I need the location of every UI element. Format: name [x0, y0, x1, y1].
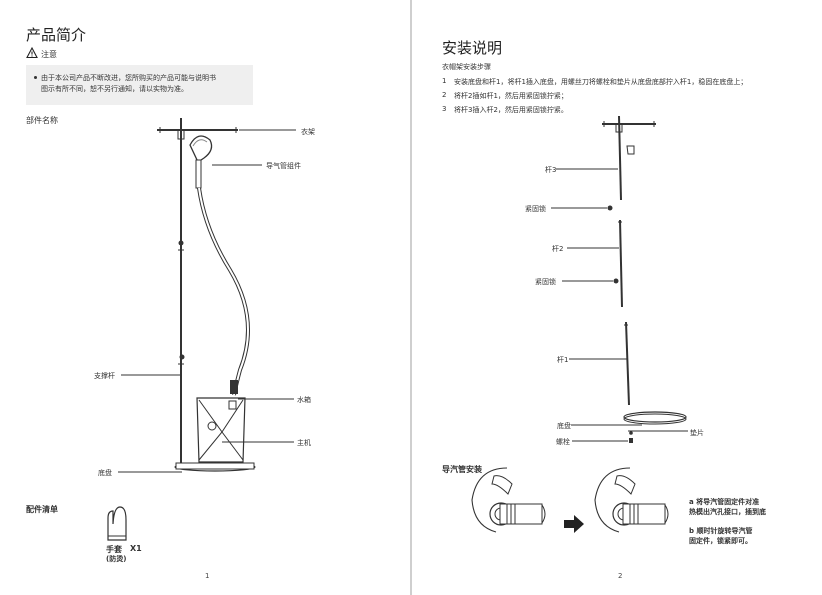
step-3-text: 将杆3插入杆2，然后用紧固锁拧紧。	[454, 106, 568, 114]
step-1-num: 1	[442, 77, 447, 85]
step-1-text: 安装底盘和杆1，将杆1插入底盘，用螺丝刀将螺栓和垫片从底盘底部拧入杆1，稳固在底…	[454, 78, 748, 86]
label-bolt: 螺栓	[556, 438, 570, 446]
hose-step-a-line-2: 热模出汽孔接口，插到底	[689, 508, 766, 516]
glove-note: (防烫)	[106, 555, 127, 563]
notice-box: 由于本公司产品不断改进，您所购买的产品可能与说明书 图示有所不同，恕不另行通知，…	[26, 65, 253, 105]
bullet	[34, 76, 37, 79]
label-support-pole: 支撑杆	[94, 372, 115, 380]
page-1: 产品简介 注意 由于本公司产品不断改进，您所购买的产品可能与说明书 图示有所不同…	[0, 0, 410, 595]
label-steam-hose: 导气管组件	[266, 162, 301, 170]
notice-line-1: 由于本公司产品不断改进，您所购买的产品可能与说明书	[41, 74, 216, 82]
label-gasket: 垫片	[690, 429, 704, 437]
label-lock-b: 紧固锁	[535, 278, 556, 286]
label-base: 底盘	[557, 422, 571, 430]
label-main-unit: 主机	[297, 439, 311, 447]
hose-step-b-line-1: b 顺时针旋转导汽管	[689, 527, 753, 535]
page-2: 安装说明 衣帽架安装步骤 1 安装底盘和杆1，将杆1插入底盘，用螺丝刀将螺栓和垫…	[412, 0, 822, 595]
warning-icon	[26, 46, 38, 59]
label-rod-3: 杆3	[545, 166, 557, 174]
glove-qty: X1	[130, 544, 142, 553]
hose-step-b-line-2: 固定件，锁紧即可。	[689, 537, 752, 545]
page-title: 安装说明	[442, 39, 503, 57]
step-2-text: 将杆2插如杆1，然后用紧固锁拧紧；	[454, 92, 568, 100]
label-rod-2: 杆2	[552, 245, 564, 253]
label-base: 底盘	[98, 469, 112, 477]
page-title: 产品简介	[26, 26, 87, 44]
page-number: 2	[618, 572, 623, 580]
step-2-num: 2	[442, 91, 447, 99]
page-gutter	[410, 0, 412, 595]
hose-step-a-line-1: a 将导汽管固定件对准	[689, 498, 760, 506]
notice-heading: 注意	[41, 50, 57, 59]
page-number: 1	[205, 572, 210, 580]
parts-heading: 部件名称	[26, 116, 58, 125]
accessories-heading: 配件清单	[26, 505, 58, 514]
label-rod-1: 杆1	[557, 356, 569, 364]
hose-heading: 导汽管安装	[442, 465, 482, 474]
notice-line-2: 图示有所不同，恕不另行通知，请以实物为准。	[41, 85, 188, 93]
label-hanger: 衣架	[301, 128, 315, 136]
assembly-diagram	[471, 115, 688, 533]
steamer-illustration	[107, 118, 296, 541]
rack-heading: 衣帽架安装步骤	[442, 63, 491, 71]
label-water-tank: 水箱	[297, 396, 311, 404]
step-3-num: 3	[442, 105, 447, 113]
label-lock-a: 紧固锁	[525, 205, 546, 213]
glove-label: 手套	[106, 545, 122, 554]
